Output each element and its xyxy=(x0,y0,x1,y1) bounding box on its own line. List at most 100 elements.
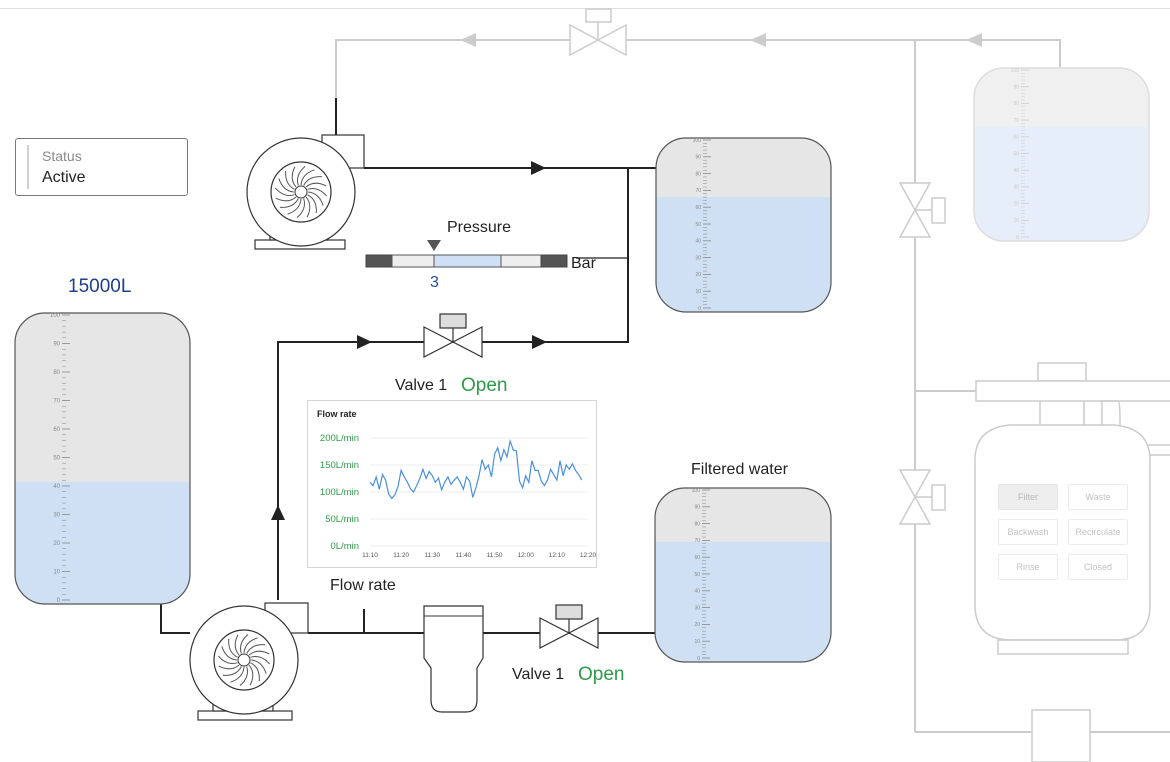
scale-label: 50 xyxy=(1013,151,1019,157)
flow-arrow xyxy=(357,335,372,349)
scale-label: 100 xyxy=(50,313,61,319)
chart-x-tick: 11:40 xyxy=(456,552,472,559)
scale-label: 70 xyxy=(53,399,60,405)
impeller-blade xyxy=(222,666,242,676)
scale-label: 0 xyxy=(1016,235,1019,241)
impeller-blade xyxy=(300,169,315,186)
chart-title: Flow rate xyxy=(317,409,357,419)
impeller-blade xyxy=(303,176,323,186)
mode-button-waste[interactable]: Waste xyxy=(1068,484,1128,510)
status-label: Status xyxy=(42,148,82,164)
scale-label: 100 xyxy=(1011,68,1020,74)
scale-label: 0 xyxy=(698,306,701,312)
impeller-blade xyxy=(221,646,238,661)
scale-label: 30 xyxy=(1013,185,1019,191)
filtered-water-label: Filtered water xyxy=(691,461,788,478)
chart-plot: 200L/min150L/min100L/min50L/min0L/min11:… xyxy=(320,433,596,559)
flow-arrow xyxy=(271,505,285,520)
impeller-blade xyxy=(307,187,328,197)
impeller-blade xyxy=(274,187,295,197)
scale-label: 30 xyxy=(53,513,60,519)
impeller-blade xyxy=(305,182,327,188)
impeller-blade xyxy=(296,198,306,219)
faded-tank-water xyxy=(974,126,1149,241)
impeller-blade xyxy=(248,664,254,686)
scale-label: 10 xyxy=(53,570,60,576)
valve-bottom[interactable] xyxy=(539,604,599,649)
impeller-blade xyxy=(305,196,311,218)
flow-arrow xyxy=(750,33,766,47)
chart-x-tick: 11:30 xyxy=(424,552,440,559)
scale-label: 70 xyxy=(1013,118,1019,124)
return-pipe-top xyxy=(335,39,1061,98)
scale-label: 100 xyxy=(693,138,702,144)
impeller-blade xyxy=(285,170,295,190)
scale-label: 70 xyxy=(694,538,700,544)
pump-top[interactable] xyxy=(246,134,365,250)
scale-label: 50 xyxy=(695,222,701,228)
chart-y-tick: 0L/min xyxy=(330,541,359,552)
scale-label: 90 xyxy=(694,505,700,511)
pump-bottom[interactable] xyxy=(189,602,309,721)
flow-arrow xyxy=(532,335,547,349)
main-tank-water xyxy=(15,481,190,604)
scale-label: 40 xyxy=(695,239,701,245)
mode-button-closed[interactable]: Closed xyxy=(1068,554,1128,580)
scale-label: 20 xyxy=(694,622,700,628)
chart-x-tick: 12:10 xyxy=(549,552,566,559)
status-card-accent xyxy=(27,145,29,189)
scale-label: 10 xyxy=(694,639,700,645)
flow-arrow xyxy=(966,33,982,47)
impeller-blade xyxy=(278,178,295,193)
impeller-blade xyxy=(228,638,238,658)
impeller-blade xyxy=(307,191,324,206)
scale-label: 50 xyxy=(694,572,700,578)
chart-x-tick: 12:00 xyxy=(518,552,535,559)
scale-label: 10 xyxy=(695,289,701,295)
valve-top-label: Valve 1 xyxy=(395,377,448,394)
faded-valve-top[interactable] xyxy=(569,8,627,57)
scale-label: 80 xyxy=(694,521,700,527)
chart-y-tick: 150L/min xyxy=(320,460,359,471)
scale-label: 100 xyxy=(692,488,701,494)
impeller-blade xyxy=(218,664,240,670)
chart-series-line xyxy=(369,438,583,500)
faded-pump-bottom xyxy=(1031,709,1091,762)
impeller-blade xyxy=(296,165,306,186)
mode-button-rinse[interactable]: Rinse xyxy=(998,554,1058,580)
impeller-blade xyxy=(250,655,271,665)
status-card: Status Active xyxy=(15,138,188,196)
valve-bottom-state: Open xyxy=(578,664,625,685)
chart-y-tick: 50L/min xyxy=(325,514,359,525)
scale-label: 0 xyxy=(57,598,61,604)
faded-valve-upper[interactable] xyxy=(898,182,946,238)
impeller-blade xyxy=(287,198,302,215)
valve-top[interactable] xyxy=(423,313,483,358)
pressure-gauge xyxy=(365,240,568,268)
scale-label: 60 xyxy=(1013,135,1019,141)
sand-filter xyxy=(974,362,1170,655)
scale-label: 40 xyxy=(53,484,60,490)
scale-label: 30 xyxy=(695,255,701,261)
impeller-blade xyxy=(239,633,249,654)
scale-label: 60 xyxy=(695,205,701,211)
faded-valve-lower[interactable] xyxy=(898,469,946,525)
scale-label: 90 xyxy=(695,155,701,161)
flow-arrow xyxy=(531,161,546,175)
mode-button-filter[interactable]: Filter xyxy=(998,484,1058,510)
mode-button-backwash[interactable]: Backwash xyxy=(998,519,1058,545)
filtered-tank-water xyxy=(655,541,831,662)
scale-label: 80 xyxy=(53,370,60,376)
flow-rate-label: Flow rate xyxy=(330,577,396,594)
impeller-blade xyxy=(234,634,240,656)
main-tank-volume: 15000L xyxy=(68,276,132,297)
mode-button-recirculate[interactable]: Recirculate xyxy=(1068,519,1128,545)
impeller-blade xyxy=(243,637,258,654)
chart-y-tick: 200L/min xyxy=(320,433,359,444)
impeller-blade xyxy=(279,198,299,208)
chart-x-tick: 11:10 xyxy=(362,552,378,559)
